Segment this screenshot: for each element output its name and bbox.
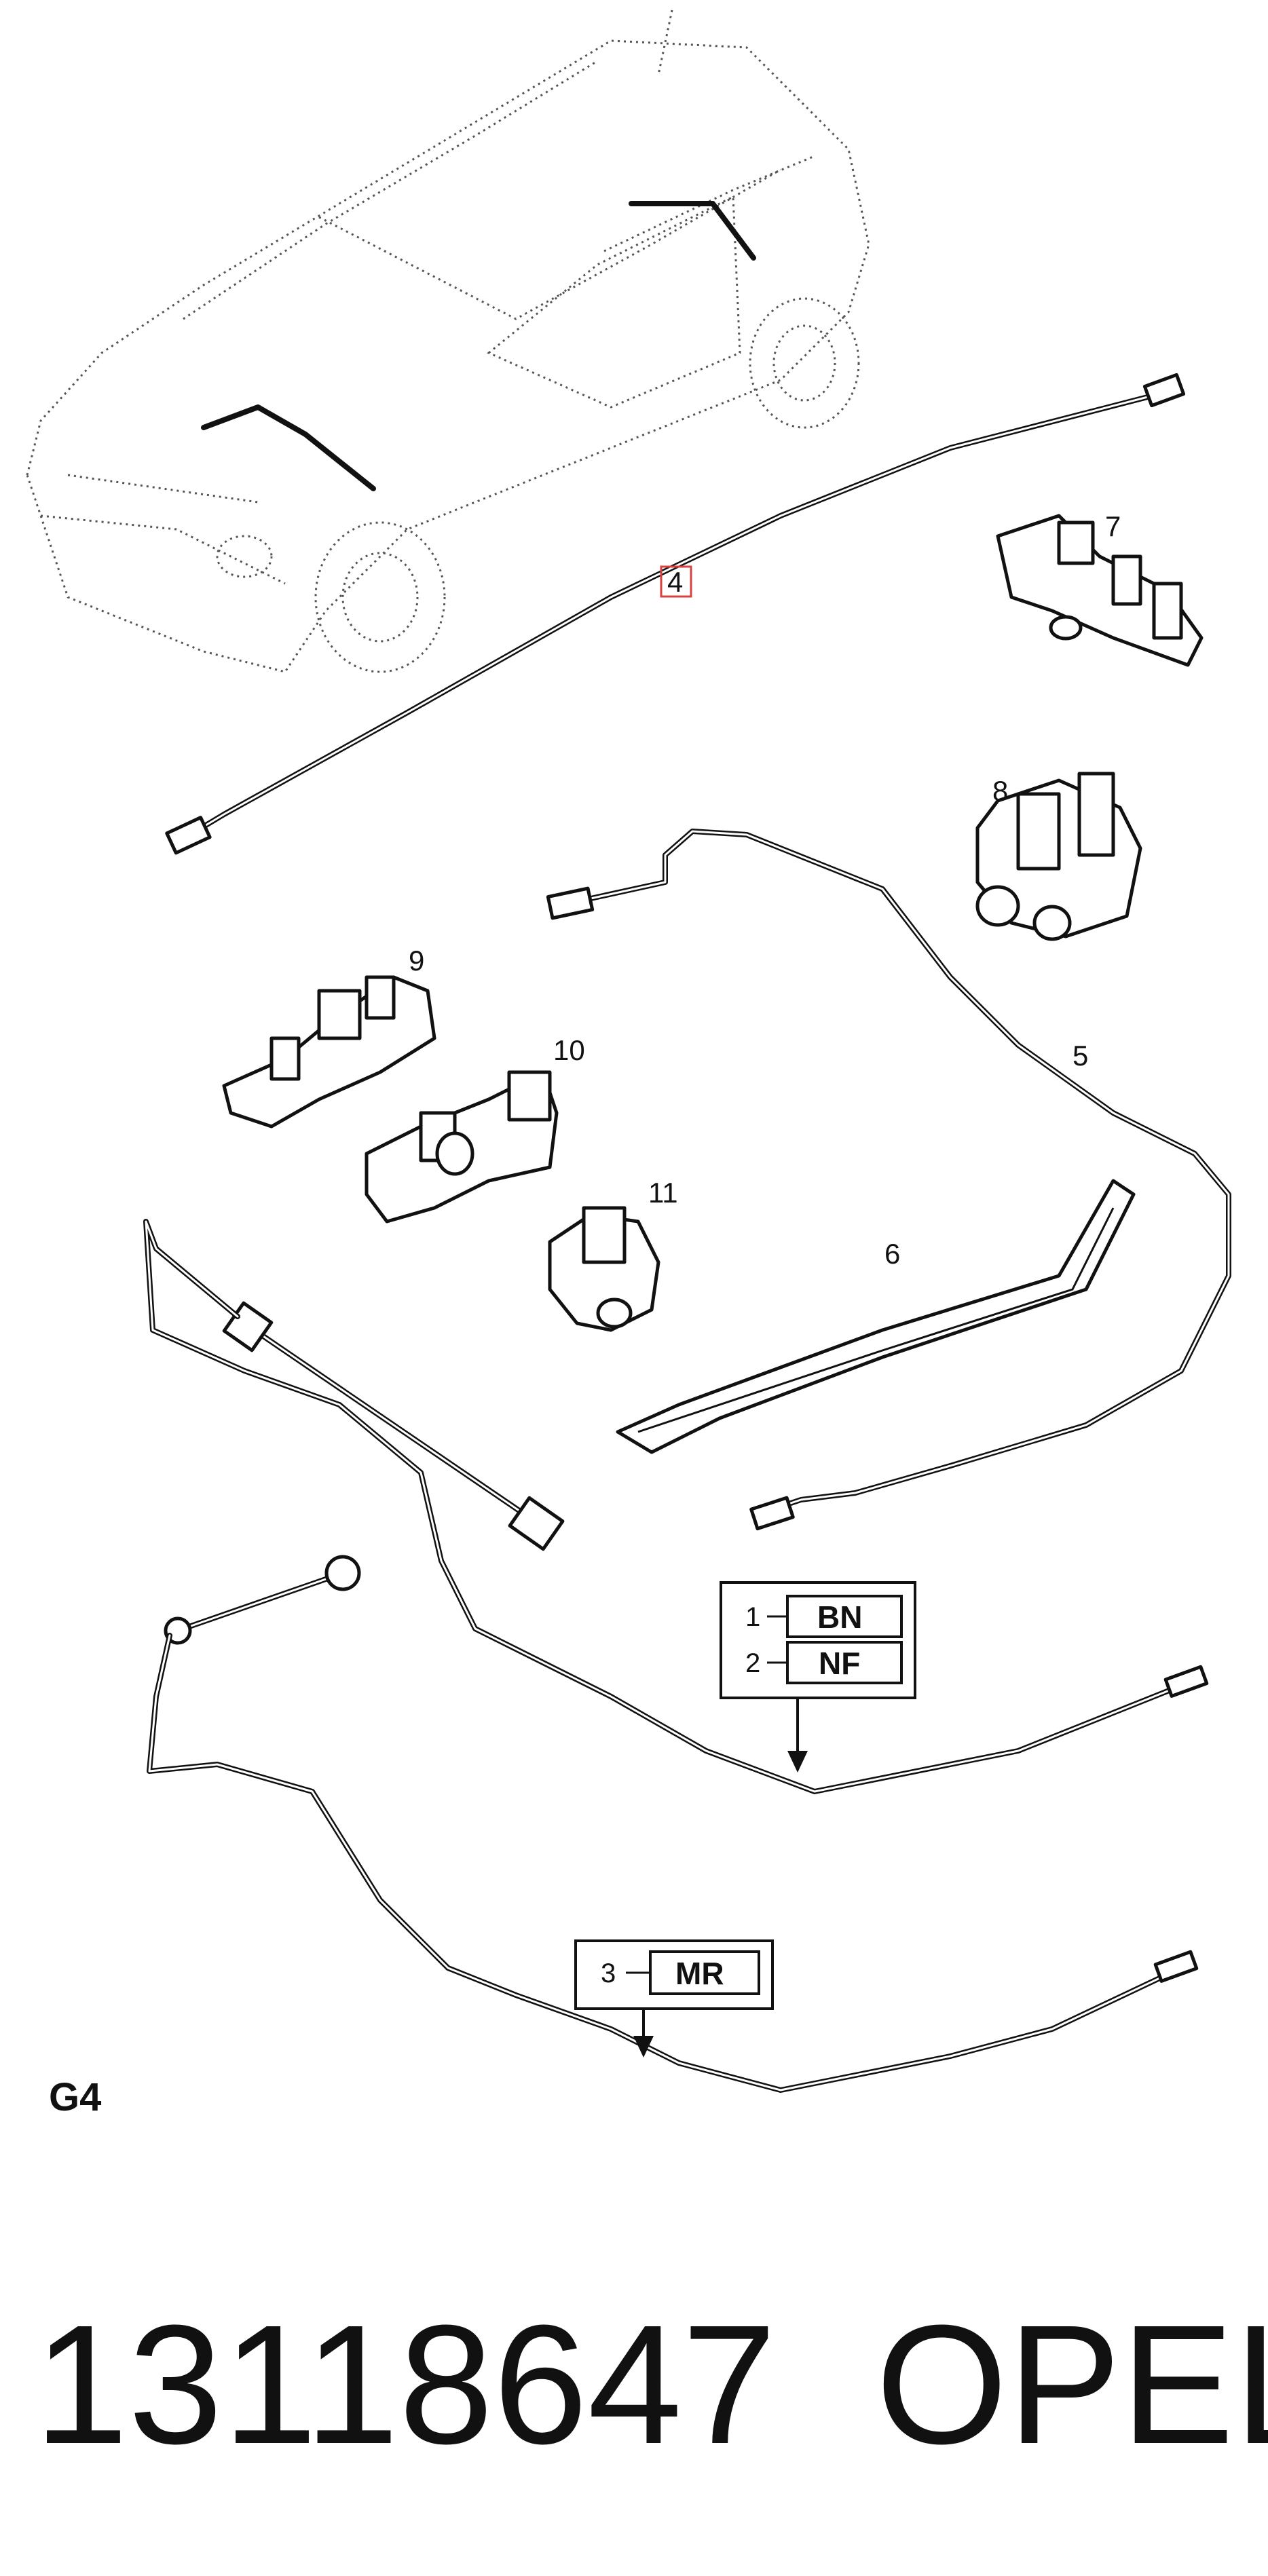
callout-8-label: 8 bbox=[992, 775, 1008, 807]
callout-10-label: 10 bbox=[553, 1034, 585, 1066]
flex-hose-upper bbox=[222, 1301, 565, 1551]
callout-6-label: 6 bbox=[884, 1238, 900, 1270]
callout-9-label: 9 bbox=[409, 945, 424, 977]
tube-variant-b bbox=[147, 1633, 1199, 2093]
part-5-pipe bbox=[546, 829, 1231, 1531]
part-11-clip bbox=[548, 1206, 660, 1332]
variant-a-row2-index: 2 bbox=[745, 1648, 760, 1678]
tube-variant-a bbox=[143, 1219, 1209, 1794]
variant-box-b: 3 MR bbox=[574, 1939, 774, 2058]
variant-a-row1-code: BN bbox=[817, 1599, 862, 1635]
callout-5-label: 5 bbox=[1073, 1040, 1088, 1072]
car-illustration bbox=[26, 10, 870, 673]
part-6-strip bbox=[616, 1179, 1136, 1454]
part-4-hose bbox=[165, 373, 1186, 855]
variant-a-row2-code: NF bbox=[819, 1646, 860, 1681]
group-label: G4 bbox=[49, 2075, 101, 2119]
part-8-clip bbox=[975, 772, 1142, 941]
callout-4-label: 4 bbox=[667, 566, 683, 598]
part-number: 13118647 bbox=[34, 2290, 777, 2479]
callout-4-box bbox=[660, 565, 692, 598]
variant-b-row1-code: MR bbox=[675, 1956, 724, 1991]
callout-7-label: 7 bbox=[1105, 510, 1121, 542]
part-10-clip bbox=[365, 1070, 559, 1224]
brand-name: OPEL bbox=[876, 2290, 1268, 2479]
variant-box-a: 1 BN 2 NF bbox=[720, 1581, 916, 1773]
part-7-clip bbox=[996, 514, 1204, 667]
variant-b-row1-index: 3 bbox=[601, 1958, 616, 1988]
flex-hose-lower bbox=[164, 1555, 361, 1645]
variant-a-row1-index: 1 bbox=[745, 1602, 760, 1632]
callout-11-label: 11 bbox=[648, 1177, 678, 1209]
part-9-clip bbox=[222, 975, 436, 1129]
